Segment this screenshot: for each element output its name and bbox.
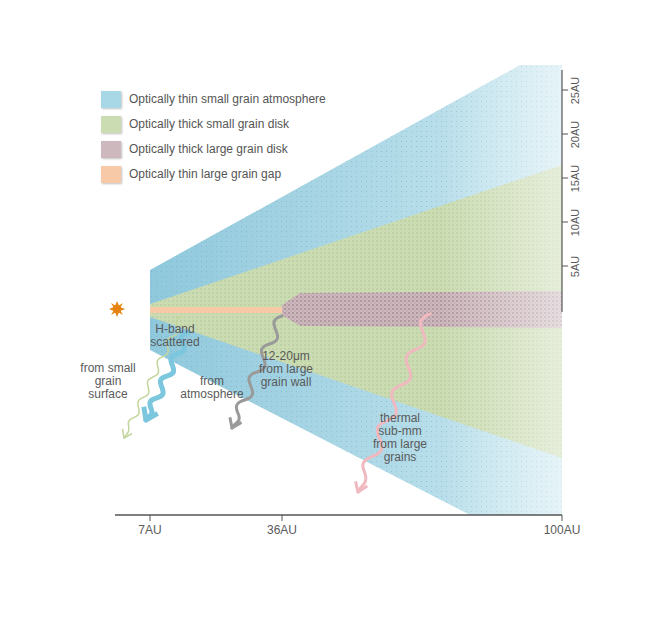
- axis-label: 7AU: [125, 524, 175, 537]
- legend-text: Optically thick small grain disk: [129, 117, 289, 131]
- legend-text: Optically thin large grain gap: [129, 167, 281, 181]
- tick: [562, 134, 568, 135]
- emission-label: H-band scattered: [148, 323, 202, 349]
- legend-text: Optically thin small grain atmosphere: [129, 92, 326, 106]
- emission-label: from atmosphere: [179, 375, 245, 401]
- emission-label: from small grain surface: [80, 362, 136, 401]
- legend-swatch: [101, 91, 121, 108]
- legend-swatch: [101, 116, 121, 133]
- arrow-head: [230, 417, 242, 428]
- emission-label: thermal sub-mm from large grains: [370, 412, 430, 464]
- tick: [562, 266, 568, 267]
- axis-label: 25AU: [570, 76, 583, 104]
- emission-label: 12-20μm from large grain wall: [256, 350, 316, 389]
- x-axis: [115, 514, 562, 516]
- arrow-head: [122, 429, 131, 438]
- tick: [562, 178, 568, 179]
- tick: [282, 515, 283, 521]
- tick: [562, 222, 568, 223]
- legend-swatch: [101, 141, 121, 158]
- axis-label: 15AU: [570, 164, 583, 192]
- legend-swatch: [101, 166, 121, 183]
- arrow-head: [144, 407, 158, 420]
- tick: [150, 515, 151, 521]
- axis-label: 36AU: [257, 524, 307, 537]
- tick: [562, 515, 563, 521]
- y-axis: [561, 70, 562, 312]
- axis-label: 5AU: [570, 255, 583, 276]
- arrow-head: [356, 481, 368, 492]
- tick: [562, 90, 568, 91]
- legend-text: Optically thick large grain disk: [129, 142, 288, 156]
- axis-label: 20AU: [570, 120, 583, 148]
- axis-label: 10AU: [570, 208, 583, 236]
- axis-label: 100AU: [537, 524, 587, 537]
- fade-overlay: [150, 40, 565, 520]
- emission-arrow: [358, 314, 430, 492]
- star: [109, 301, 125, 317]
